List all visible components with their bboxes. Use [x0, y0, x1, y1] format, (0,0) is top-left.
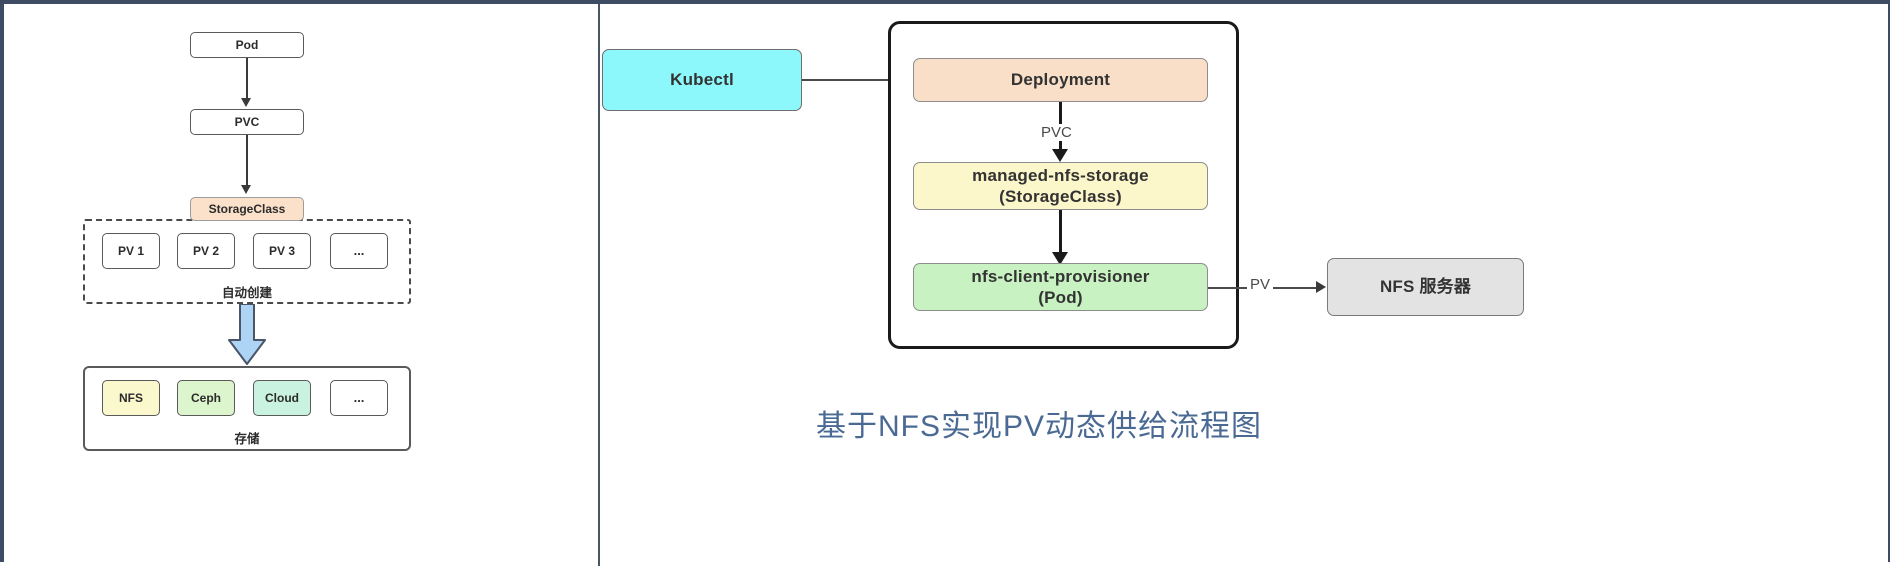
arrow-storageclass-to-provisioner-head	[1052, 252, 1068, 265]
node-deployment[interactable]: Deployment	[913, 58, 1208, 102]
node-storage-class[interactable]: StorageClass	[190, 197, 304, 221]
arrow-provisioner-to-server-head	[1316, 281, 1326, 293]
diagram-title: 基于NFS实现PV动态供给流程图	[816, 410, 1263, 443]
node-kubectl[interactable]: Kubectl	[602, 49, 802, 111]
arrow-storageclass-to-provisioner-line	[1059, 210, 1062, 255]
arrow-pvc-to-storageclass-head	[241, 185, 251, 194]
node-nfs-server[interactable]: NFS 服务器	[1327, 258, 1524, 316]
node-pvc[interactable]: PVC	[190, 109, 304, 135]
node-storage-nfs[interactable]: NFS	[102, 380, 160, 416]
node-storage-more[interactable]: ...	[330, 380, 388, 416]
node-nfs-client-provisioner[interactable]: nfs-client-provisioner (Pod)	[913, 263, 1208, 311]
nfs-client-provisioner-line1: nfs-client-provisioner	[971, 266, 1150, 286]
node-pv-more[interactable]: ...	[330, 233, 388, 269]
node-pv-1[interactable]: PV 1	[102, 233, 160, 269]
node-storage-ceph[interactable]: Ceph	[177, 380, 235, 416]
node-managed-nfs-storage[interactable]: managed-nfs-storage (StorageClass)	[913, 162, 1208, 210]
arrow-deployment-to-storageclass-head	[1052, 149, 1068, 162]
edge-label-pvc: PVC	[1038, 124, 1075, 141]
panel-divider	[598, 4, 600, 566]
managed-nfs-storage-line1: managed-nfs-storage	[972, 165, 1149, 185]
arrow-pod-to-pvc-head	[241, 98, 251, 107]
nfs-client-provisioner-line2: (Pod)	[1038, 288, 1083, 307]
storage-group-label: 存储	[234, 432, 260, 446]
node-storage-cloud[interactable]: Cloud	[253, 380, 311, 416]
managed-nfs-storage-line2: (StorageClass)	[999, 187, 1122, 206]
node-pod[interactable]: Pod	[190, 32, 304, 58]
arrow-pod-to-pvc-line	[246, 58, 248, 100]
node-pv-3[interactable]: PV 3	[253, 233, 311, 269]
arrow-kubectl-to-deployment-line	[802, 79, 902, 81]
arrow-pvc-to-storageclass-line	[246, 135, 248, 187]
storage-group	[83, 366, 411, 451]
edge-label-pv: PV	[1247, 276, 1274, 293]
block-arrow-down	[228, 304, 266, 365]
auto-create-group-label: 自动创建	[221, 286, 272, 300]
node-pv-2[interactable]: PV 2	[177, 233, 235, 269]
